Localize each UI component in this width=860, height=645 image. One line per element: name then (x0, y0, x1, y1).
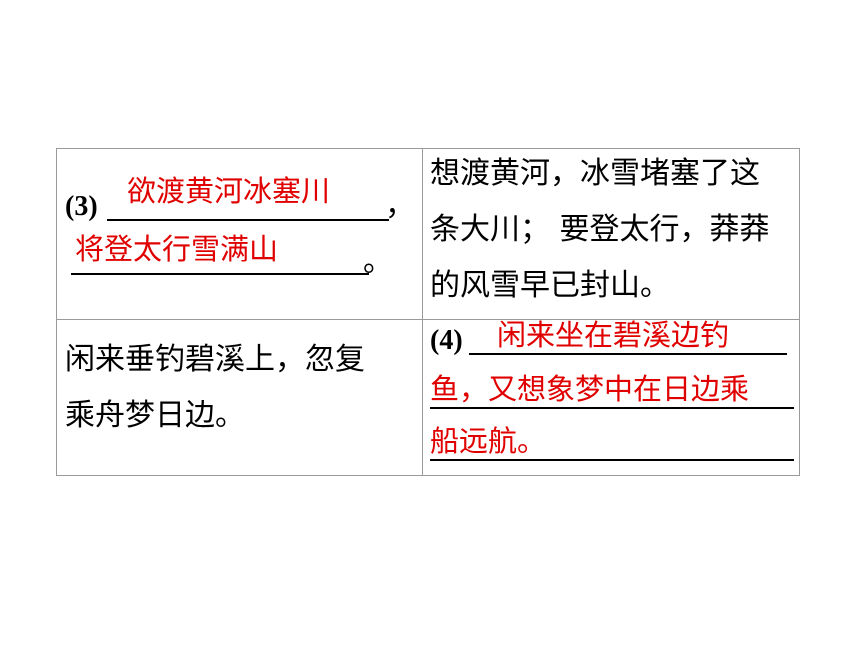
answer-blank-2 (71, 273, 369, 275)
answer-blank-4 (430, 407, 794, 409)
answer-text-5: 船远航。 (430, 424, 547, 458)
answer-blank-5 (430, 459, 794, 461)
answer-text-3: 闲来坐在碧溪边钓 (497, 318, 730, 352)
period: 。 (363, 244, 393, 279)
answer-blank-3 (469, 353, 787, 355)
poem-translation-table: (3) 欲渡黄河冰塞川 ， 将登太行雪满山 。 想渡黄河，冰雪堵塞了这 条大川；… (56, 148, 800, 476)
question-number-3: (3) (65, 191, 98, 222)
translation-line-2: 条大川； 要登太行，莽莽 (430, 212, 770, 247)
translation-line-1: 想渡黄河，冰雪堵塞了这 (430, 156, 760, 191)
row-divider (57, 319, 799, 320)
question-number-4: (4) (430, 325, 463, 356)
column-divider (422, 149, 423, 475)
answer-text-2: 将登太行雪满山 (75, 232, 279, 266)
translation-line-3: 的风雪早已封山。 (430, 268, 670, 303)
poem-line-2: 乘舟梦日边。 (65, 398, 245, 433)
comma: ， (385, 188, 415, 223)
answer-blank-1 (107, 219, 389, 221)
answer-text-1: 欲渡黄河冰塞川 (127, 174, 331, 208)
poem-line-1: 闲来垂钓碧溪上，忽复 (65, 342, 365, 377)
answer-text-4: 鱼，又想象梦中在日边乘 (430, 372, 750, 406)
